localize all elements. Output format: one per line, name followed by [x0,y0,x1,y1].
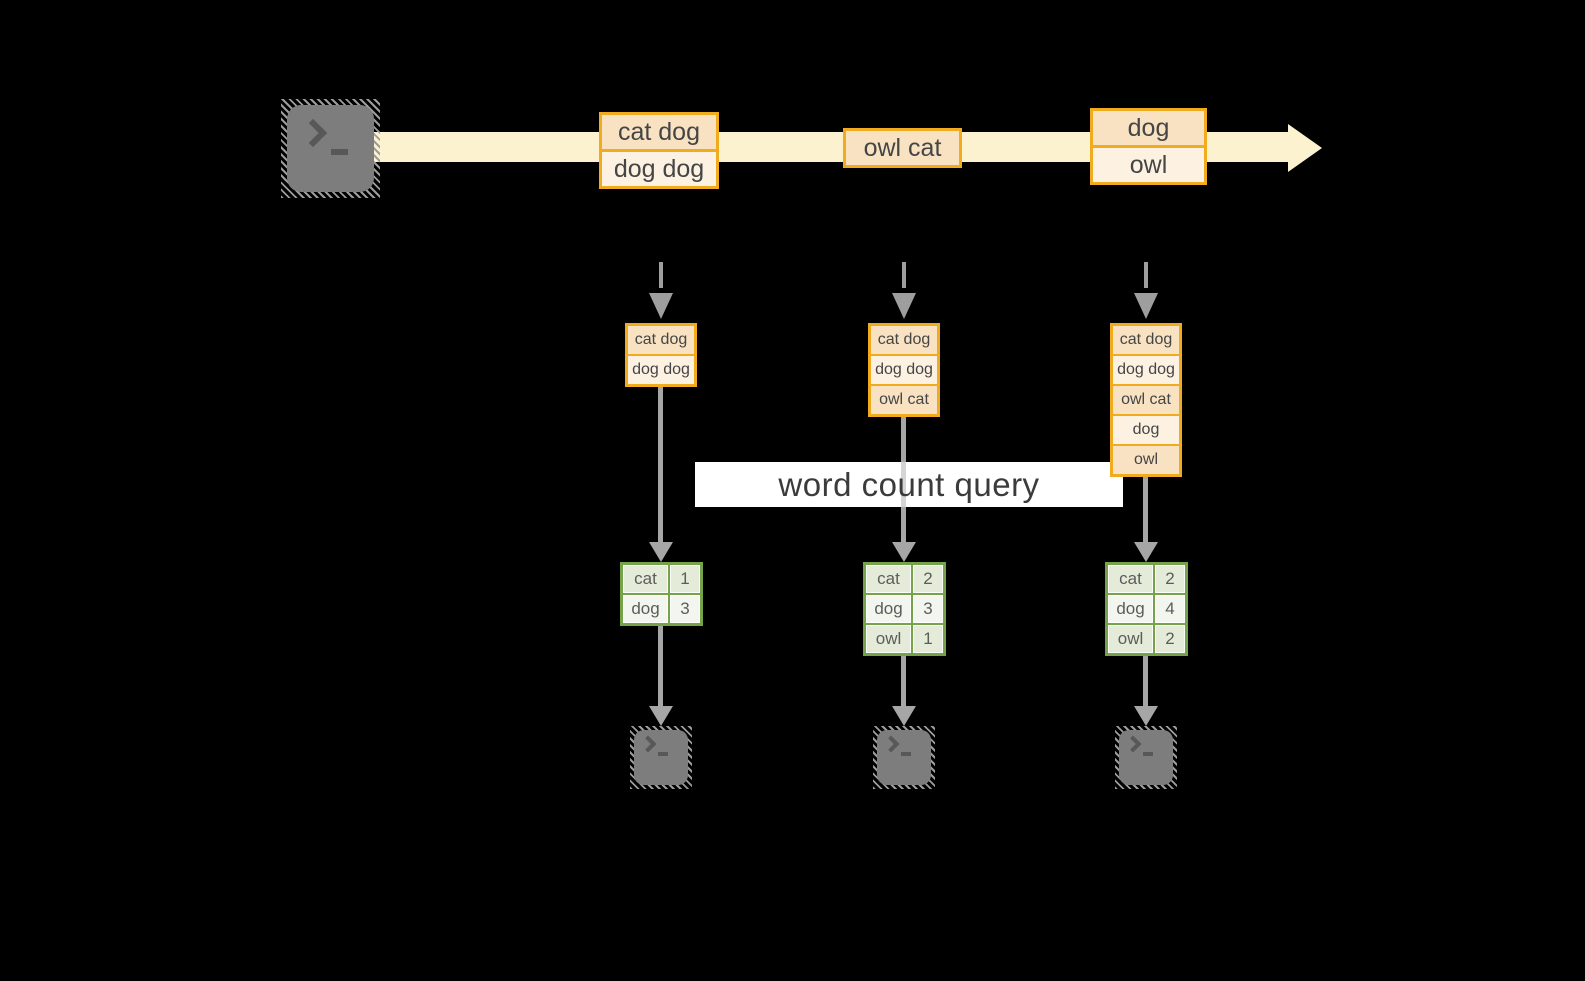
prompt-underscore-icon [901,752,911,756]
table-row: cat 1 [623,565,700,593]
count-table-2: cat 2 dog 3 owl 1 [863,562,946,656]
stream-record: owl [1093,148,1204,182]
buffer-record: owl [1113,446,1179,474]
stream-record: cat dog [602,115,716,149]
stream-batch-1: cat dog dog dog [599,112,719,189]
ingest-arrow-dash [902,262,906,288]
word-cell: dog [866,595,911,623]
sink-terminal-icon [873,726,935,789]
flow-line [658,387,663,542]
flow-line [901,656,906,706]
buffer-record: owl cat [1113,386,1179,414]
table-row: cat 2 [1108,565,1185,593]
count-cell: 1 [670,565,700,593]
prompt-underscore-icon [331,149,348,155]
prompt-chevron-icon [882,735,900,753]
table-row: dog 3 [866,595,943,623]
flow-line-through-banner [901,462,906,507]
ingest-arrowhead-icon [892,293,916,319]
ingest-arrow-dash [659,262,663,288]
count-cell: 3 [913,595,943,623]
word-cell: dog [623,595,668,623]
word-cell: dog [1108,595,1153,623]
count-cell: 2 [1155,565,1185,593]
flow-arrowhead-icon [892,542,916,562]
prompt-underscore-icon [658,752,668,756]
buffer-record: dog dog [628,356,694,384]
table-row: cat 2 [866,565,943,593]
word-cell: owl [1108,625,1153,653]
flow-arrowhead-icon [649,706,673,726]
stream-record: owl cat [846,131,959,165]
buffer-record: cat dog [871,326,937,354]
source-terminal-icon [281,99,380,198]
count-table-1: cat 1 dog 3 [620,562,703,626]
terminal-body [634,730,688,785]
prompt-underscore-icon [1143,752,1153,756]
worker-buffer-3: cat dog dog dog owl cat dog owl [1110,323,1182,477]
count-cell: 1 [913,625,943,653]
terminal-body [877,730,931,785]
ingest-arrowhead-icon [649,293,673,319]
word-cell: owl [866,625,911,653]
count-cell: 2 [913,565,943,593]
stream-batch-3: dog owl [1090,108,1207,185]
flow-arrowhead-icon [649,542,673,562]
flow-line [658,626,663,706]
count-cell: 3 [670,595,700,623]
prompt-chevron-icon [298,118,328,148]
terminal-body [1119,730,1173,785]
query-banner: word count query [695,462,1123,507]
buffer-record: dog dog [1113,356,1179,384]
buffer-record: dog dog [871,356,937,384]
stream-arrowhead-icon [1288,124,1322,172]
count-cell: 2 [1155,625,1185,653]
count-table-3: cat 2 dog 4 owl 2 [1105,562,1188,656]
buffer-record: cat dog [628,326,694,354]
sink-terminal-icon [630,726,692,789]
worker-buffer-2: cat dog dog dog owl cat [868,323,940,417]
flow-line [1143,656,1148,706]
stream-record: dog [1093,111,1204,145]
buffer-record: dog [1113,416,1179,444]
ingest-arrowhead-icon [1134,293,1158,319]
table-row: owl 2 [1108,625,1185,653]
flow-line [1143,477,1148,542]
word-cell: cat [623,565,668,593]
stream-batch-2: owl cat [843,128,962,168]
count-cell: 4 [1155,595,1185,623]
flow-arrowhead-icon [1134,542,1158,562]
query-banner-label: word count query [778,466,1040,503]
worker-buffer-1: cat dog dog dog [625,323,697,387]
prompt-chevron-icon [1124,735,1142,753]
sink-terminal-icon [1115,726,1177,789]
table-row: owl 1 [866,625,943,653]
word-cell: cat [1108,565,1153,593]
word-cell: cat [866,565,911,593]
prompt-chevron-icon [639,735,657,753]
table-row: dog 4 [1108,595,1185,623]
ingest-arrow-dash [1144,262,1148,288]
stream-record: dog dog [602,152,716,186]
buffer-record: cat dog [1113,326,1179,354]
buffer-record: owl cat [871,386,937,414]
flow-arrowhead-icon [1134,706,1158,726]
flow-arrowhead-icon [892,706,916,726]
table-row: dog 3 [623,595,700,623]
terminal-body [287,105,374,192]
